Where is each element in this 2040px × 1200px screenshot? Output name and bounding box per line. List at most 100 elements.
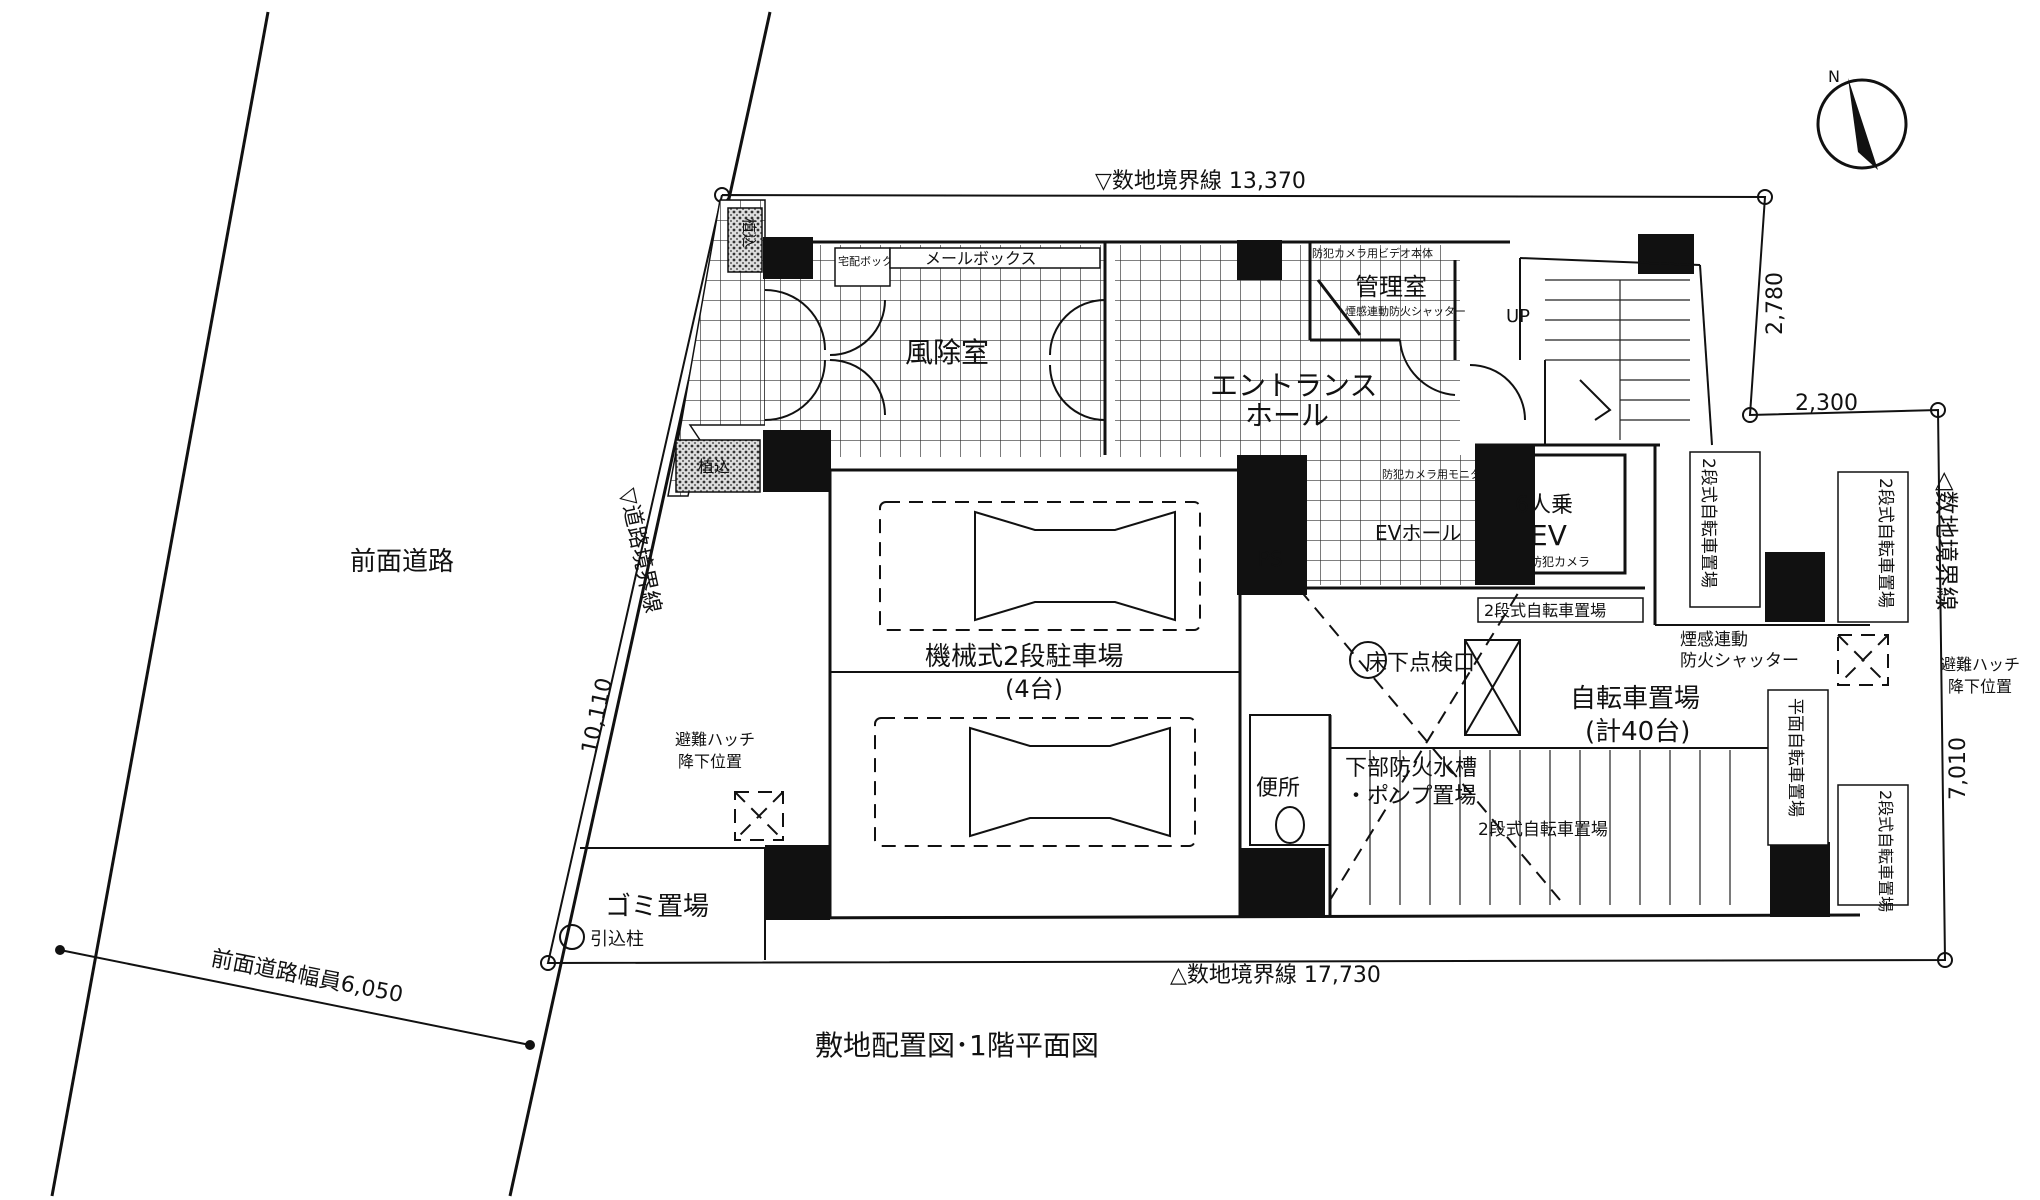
door-swing bbox=[1049, 364, 1106, 421]
underfloor-tank: 床下点検口 下部防火水槽 ・ポンプ置場 bbox=[1299, 589, 1561, 901]
door-swing bbox=[1049, 299, 1106, 356]
inspection-hatch bbox=[1464, 639, 1521, 736]
shutter-label-2: 防火シャッター bbox=[1680, 651, 1799, 671]
ps-label: PS bbox=[1258, 547, 1283, 571]
bike-rack-lower-label: 2段式自転車置場 bbox=[1478, 820, 1608, 840]
column bbox=[1475, 445, 1535, 585]
approach-paving: 植込 植込 bbox=[667, 199, 766, 497]
bike-rack-horizontal bbox=[1477, 597, 1644, 623]
boundary-pin bbox=[1930, 402, 1946, 418]
door-swing bbox=[829, 359, 886, 416]
tank-label-2: ・ポンプ置場 bbox=[1345, 784, 1476, 809]
north-circle bbox=[1816, 78, 1908, 170]
parking: 機械式2段駐車場 (4台) bbox=[874, 501, 1201, 847]
entrance-hall-label-2: ホール bbox=[1245, 399, 1329, 432]
garbage-enclosure bbox=[580, 847, 766, 960]
road-boundary-label: ▽道路境界線 bbox=[614, 486, 665, 615]
parking-label: 機械式2段駐車場 bbox=[925, 642, 1124, 672]
drawing-title: 敷地配置図･1階平面図 bbox=[815, 1029, 1099, 1062]
dimension-dot bbox=[55, 945, 65, 955]
door-swing bbox=[1469, 364, 1526, 421]
ev-label: EV bbox=[1530, 519, 1567, 552]
bike-rack-flat bbox=[1767, 689, 1829, 846]
top-boundary-label: ▽数地境界線 13,370 bbox=[1095, 169, 1306, 194]
bicycle-areas: 2段式自転車置場 2段式自転車置場 2段式自転車置場 2段式自転車置場 2段式自… bbox=[1330, 451, 1909, 912]
wind-room-tiles bbox=[765, 245, 1105, 457]
bike-rack-vertical-1 bbox=[1689, 451, 1761, 608]
planting-bottom bbox=[675, 439, 761, 493]
garbage-area: ゴミ置場 引込柱 bbox=[559, 847, 766, 960]
inspection-mark bbox=[1349, 641, 1387, 679]
site-boundary-line bbox=[546, 194, 1947, 965]
garbage-label: ゴミ置場 bbox=[605, 892, 709, 922]
car-body bbox=[974, 510, 1176, 622]
inspection-label: 床下点検口 bbox=[1365, 651, 1475, 676]
tank-label: 下部防火水槽 bbox=[1345, 756, 1477, 781]
top-right-horizontal-length: 2,300 bbox=[1795, 391, 1858, 416]
road-width-dimension bbox=[59, 949, 531, 1046]
mailbox-label: メールボックス bbox=[925, 249, 1037, 268]
door-swing bbox=[829, 299, 886, 356]
planting-top-label: 植込 bbox=[740, 218, 758, 248]
stair: UP bbox=[1506, 279, 1690, 440]
front-room-labels: 宅配ボックス メールボックス 風除室 エントランス ホール 管理室 防犯カメラ用… bbox=[834, 246, 1590, 844]
door-swing bbox=[1399, 339, 1456, 396]
bike-rack-vertical-2 bbox=[1837, 471, 1909, 623]
manager-room-label: 管理室 bbox=[1355, 273, 1427, 301]
door-swing bbox=[764, 289, 826, 351]
hatch-right-label-2: 降下位置 bbox=[1948, 677, 2012, 696]
stair-wall bbox=[1699, 264, 1713, 446]
column bbox=[765, 845, 830, 920]
evacuation-hatches: 避難ハッチ 降下位置 避難ハッチ 降下位置 bbox=[675, 634, 2020, 841]
mailbox bbox=[889, 247, 1101, 269]
road-name: 前面道路 bbox=[350, 547, 454, 577]
hatch-right bbox=[1837, 634, 1889, 686]
wind-room-label: 風除室 bbox=[905, 336, 989, 369]
car-outline bbox=[879, 501, 1201, 631]
boundary-pin bbox=[1757, 189, 1773, 205]
bike-rack-horizontal-label: 2段式自転車置場 bbox=[1484, 601, 1606, 620]
right-boundary-label: ◁数地境界線 bbox=[1932, 472, 1960, 610]
hatch-left-label: 避難ハッチ bbox=[675, 730, 755, 749]
column bbox=[1237, 240, 1282, 280]
top-right-vertical-length: 2,780 bbox=[1763, 272, 1788, 335]
delivery-box bbox=[834, 247, 891, 287]
column bbox=[763, 237, 813, 279]
elevator-shaft bbox=[1488, 453, 1627, 575]
small-shutter-label: 煙感連動防火シャッター bbox=[1345, 304, 1466, 318]
interior-tiles bbox=[765, 245, 1475, 585]
entrance-hall-label: エントランス bbox=[1210, 369, 1377, 402]
toilet-label: 便所 bbox=[1256, 776, 1300, 801]
shutter-line bbox=[1316, 279, 1362, 336]
pole-symbol bbox=[559, 924, 585, 950]
road-far-edge bbox=[50, 11, 270, 1197]
north-label: N bbox=[1828, 67, 1840, 86]
column bbox=[1240, 848, 1325, 918]
road-area: 前面道路 前面道路幅員6,050 ▽道路境界線 10,110 bbox=[50, 11, 772, 1197]
boundary-pin bbox=[540, 955, 556, 971]
stair-up-label: UP bbox=[1506, 306, 1530, 327]
column bbox=[763, 430, 831, 492]
column bbox=[1770, 842, 1830, 917]
bike-rack-vertical-2-label: 2段式自転車置場 bbox=[1875, 478, 1895, 608]
right-boundary-length: 7,010 bbox=[1946, 737, 1971, 800]
hatch-cross bbox=[1464, 639, 1521, 736]
hatch-left-label-2: 降下位置 bbox=[678, 752, 742, 771]
car-body bbox=[969, 726, 1171, 838]
camera-recorder-label: 防犯カメラ用ビデオ本体 bbox=[1312, 246, 1433, 260]
hatch-right-label: 避難ハッチ bbox=[1940, 655, 2020, 674]
north-arrow: N bbox=[1816, 67, 1908, 170]
pole-label: 引込柱 bbox=[590, 929, 644, 950]
bike-rack-vertical-3-label: 2段式自転車置場 bbox=[1876, 790, 1895, 912]
ev-camera-label: 防犯カメラ bbox=[1530, 554, 1590, 569]
bike-rack-vertical-1-label: 2段式自転車置場 bbox=[1698, 458, 1718, 588]
car-outline bbox=[874, 717, 1196, 847]
north-pointer bbox=[1848, 78, 1878, 170]
column bbox=[1765, 552, 1825, 622]
ps-box bbox=[1249, 531, 1301, 583]
ev-hall-tiles bbox=[1300, 455, 1475, 585]
boundary-pin bbox=[1937, 952, 1953, 968]
bike-area-label: 自転車置場 bbox=[1570, 684, 1700, 714]
dimension-dot bbox=[525, 1040, 535, 1050]
